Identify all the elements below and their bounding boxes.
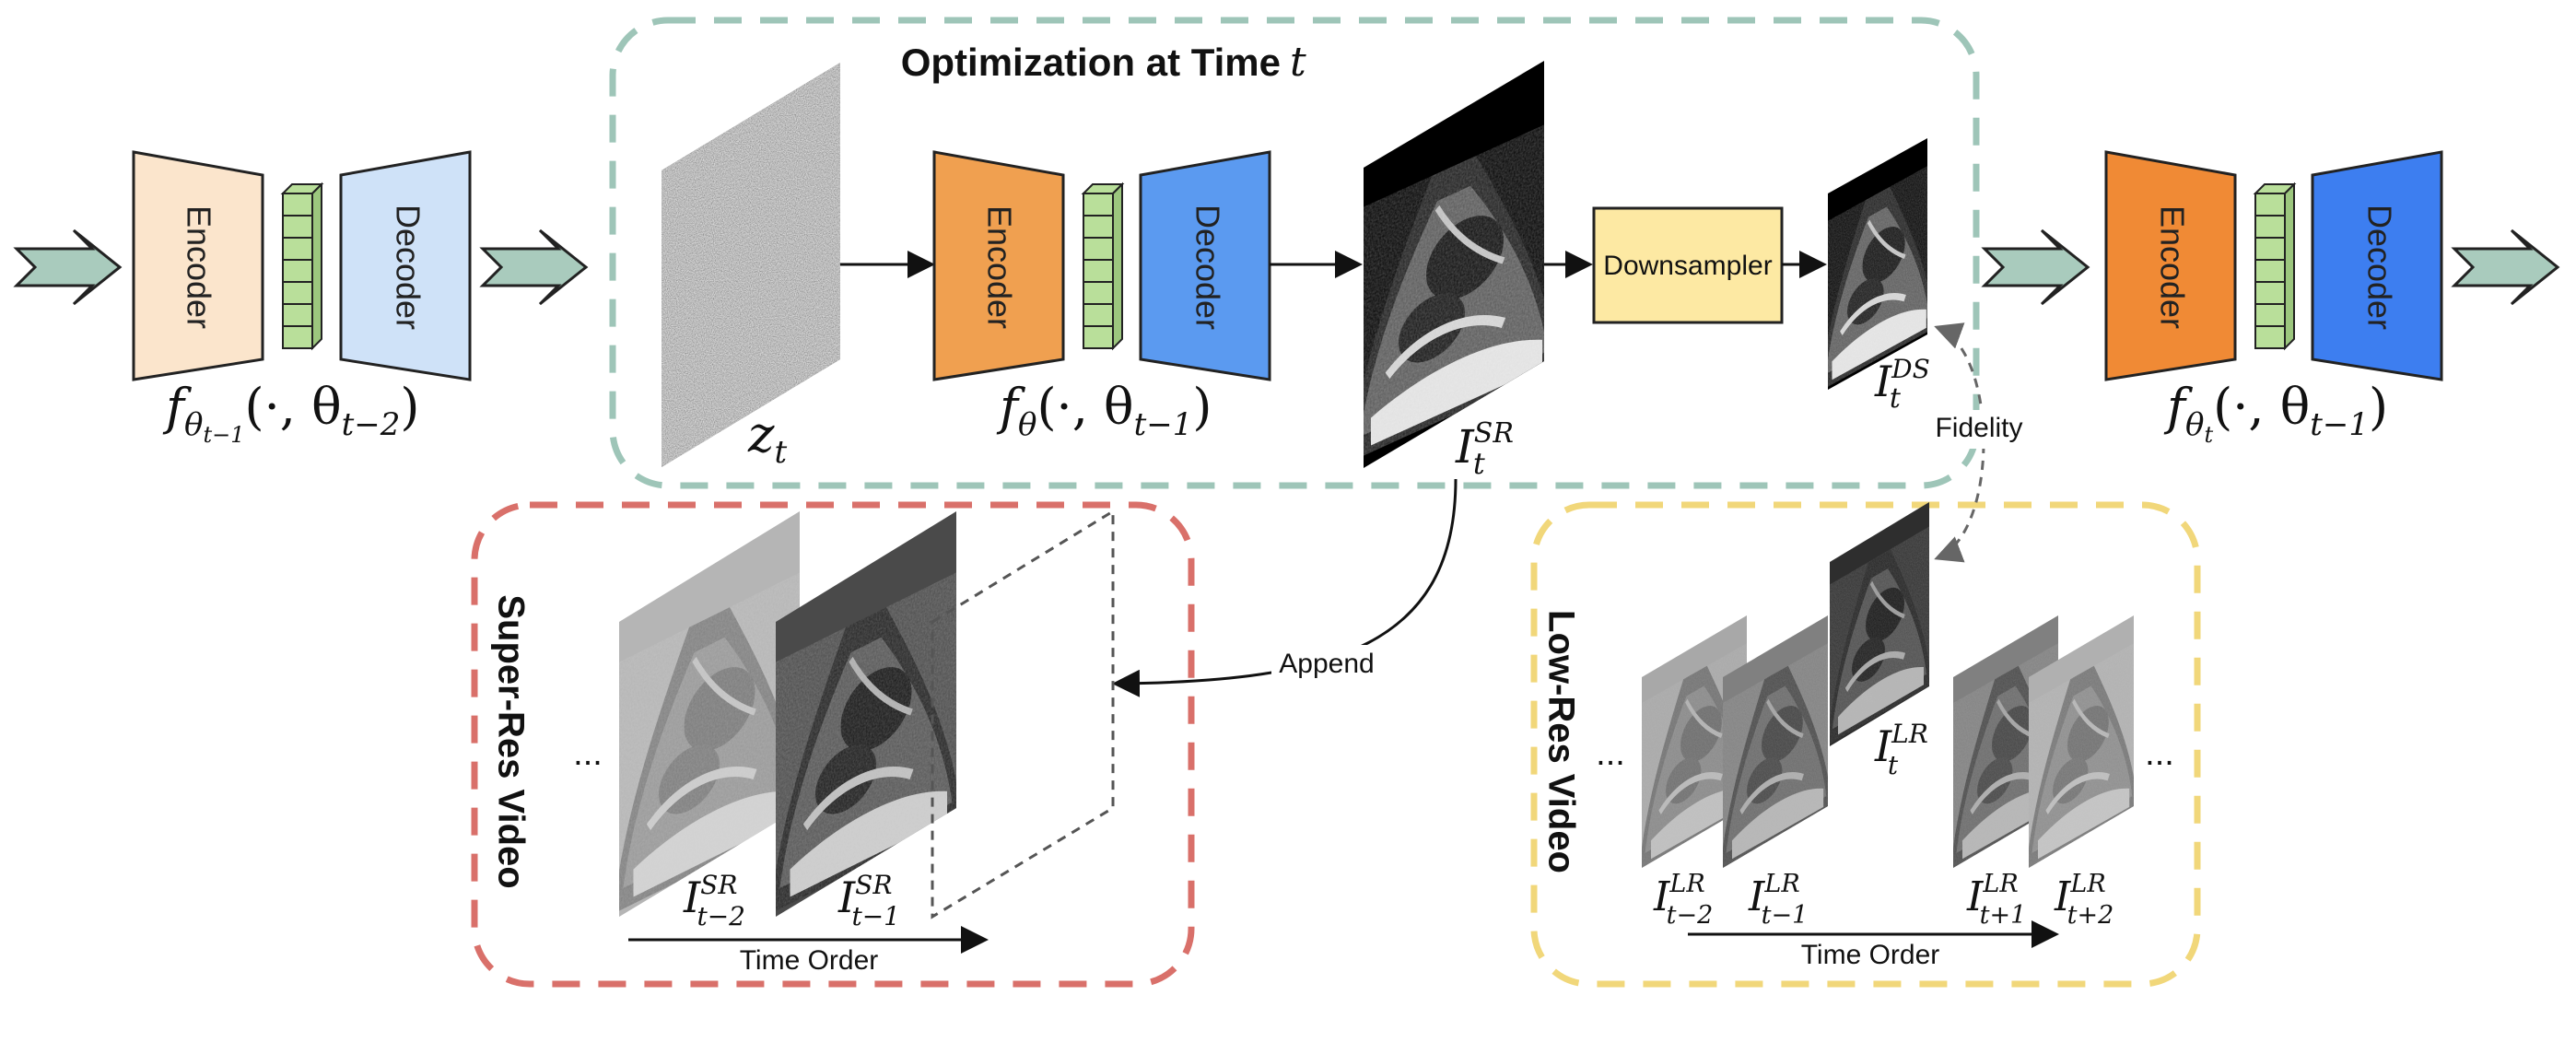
- current-encoder-label: Encoder: [980, 205, 1018, 329]
- sr-time-order-label: Time Order: [740, 945, 879, 976]
- super-res-video-title: Super-Res Video: [490, 594, 531, 888]
- flow-arrow-opt-to-next-icon: [1981, 228, 2090, 306]
- lr-frame-t-minus-2: [1642, 615, 1747, 868]
- low-res-video-title: Low-Res Video: [1540, 610, 1581, 873]
- downsampler-label: Downsampler: [1603, 251, 1772, 281]
- low-res-video-box: [1530, 501, 2201, 988]
- prev-encoder-label: Encoder: [180, 205, 217, 329]
- append-arrow: [1112, 478, 1458, 697]
- low-res-ellipsis-right: ...: [2145, 734, 2174, 773]
- prev-decoder-label: Decoder: [389, 205, 427, 330]
- current-latent-icon: [1081, 182, 1125, 351]
- current-model-block: Encoder Decoder fθ(·, θt−1): [932, 150, 1271, 443]
- lr-frame-t-plus-2: [2029, 615, 2134, 868]
- optimization-title-var: t: [1290, 39, 1306, 86]
- next-decoder-label: Decoder: [2360, 205, 2398, 330]
- next-decoder-shape: [2311, 150, 2443, 381]
- flow-arrow-prev-to-opt-icon: [479, 228, 589, 306]
- lr-frame-t-minus-1: [1723, 615, 1828, 868]
- current-encoder-shape: [932, 150, 1065, 381]
- super-res-ellipsis: ...: [573, 734, 603, 773]
- low-res-ellipsis-left: ...: [1596, 734, 1625, 773]
- next-latent-icon: [2253, 182, 2297, 351]
- optimization-group-box: [609, 17, 1980, 489]
- ds-output-image: [1828, 138, 1927, 390]
- fidelity-label: Fidelity: [1935, 413, 2022, 443]
- flow-arrow-in-icon: [13, 228, 123, 306]
- current-decoder-label: Decoder: [1188, 205, 1226, 330]
- sr-frame-t-minus-2: [619, 511, 800, 917]
- append-label-bg: [1271, 645, 1382, 684]
- sr-frame-t-minus-1: [776, 511, 956, 917]
- current-decoder-shape: [1139, 150, 1271, 381]
- noise-label: zt: [747, 405, 787, 471]
- prev-model-block: Encoder Decoder fθt−1(·, θt−2): [132, 150, 472, 448]
- current-function-label: fθ(·, θt−1): [996, 378, 1212, 443]
- prev-encoder-shape: [132, 150, 264, 381]
- next-function-label: fθt(·, θt−1): [2163, 378, 2388, 448]
- sr-frame-placeholder: [931, 509, 1115, 919]
- super-res-video-box: [471, 501, 1195, 988]
- sr-output-image: [1364, 61, 1544, 468]
- lr-frame-t: [1830, 502, 1929, 746]
- lr-time-order-label: Time Order: [1801, 940, 1940, 970]
- prev-function-label: fθt−1(·, θt−2): [162, 378, 419, 448]
- next-encoder-label: Encoder: [2153, 205, 2191, 329]
- fidelity-label-bg: [1939, 410, 2020, 449]
- fidelity-arrow: [1934, 322, 1985, 563]
- prev-latent-icon: [280, 182, 324, 351]
- prev-decoder-shape: [339, 150, 472, 381]
- optimization-title: Optimization at Time: [901, 41, 1281, 84]
- flow-arrow-out-icon: [2451, 228, 2560, 306]
- downsampler-box: [1592, 206, 1784, 324]
- append-label: Append: [1279, 649, 1374, 679]
- next-encoder-shape: [2104, 150, 2237, 381]
- next-model-block: Encoder Decoder fθt(·, θt−1): [2104, 150, 2443, 448]
